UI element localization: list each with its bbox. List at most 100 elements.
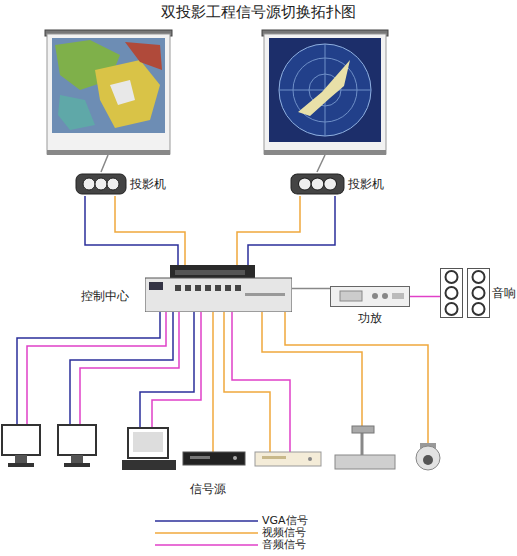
signal-cable-line	[410, 296, 440, 298]
speaker-pair-outline-part	[441, 269, 463, 318]
speaker-pair-outline-part	[446, 303, 458, 315]
control-center-outline-part	[175, 270, 245, 275]
monitor-left-part	[2, 425, 40, 455]
source-wires-part	[262, 312, 362, 428]
signal-cable-line	[292, 288, 330, 290]
left-screen-part	[58, 95, 95, 130]
source-wires-part	[80, 312, 179, 425]
signal-cable	[237, 196, 300, 265]
right-screen-part	[269, 38, 381, 142]
amplifier-outline-part	[372, 293, 378, 299]
left-screen-part	[52, 38, 165, 133]
control-center-outline-part	[185, 285, 191, 291]
media-player-part	[308, 457, 312, 461]
right-screen-part	[264, 34, 386, 154]
projector-outline	[290, 172, 345, 196]
amplifier: 功放	[330, 286, 410, 307]
ptz-camera-part	[423, 455, 433, 465]
projector-outline-part	[291, 174, 344, 194]
document-camera-part	[335, 455, 395, 469]
computer-part	[128, 428, 168, 458]
projector-outline-part	[76, 174, 126, 194]
media-player	[255, 452, 321, 466]
signal-cable	[410, 296, 440, 297]
control-center-outline-part	[245, 293, 285, 296]
control-center-outline-part	[195, 285, 201, 291]
amplifier-outline-part	[382, 293, 388, 299]
speaker-pair-outline-part	[446, 271, 458, 283]
speaker-pair-outline-part	[468, 269, 490, 318]
legend-samples-part	[155, 520, 258, 522]
control-center-outline-part	[235, 285, 241, 291]
control-center-outline-part	[175, 285, 181, 291]
left-screen-part	[95, 60, 160, 128]
signal-cable-line	[248, 196, 335, 265]
right-screen-part	[298, 60, 350, 116]
node-label: 控制中心	[81, 289, 129, 303]
monitor-right-part	[71, 455, 83, 463]
node-label: 功放	[358, 311, 382, 325]
right-screen	[262, 30, 388, 172]
monitor-left-part	[8, 463, 34, 467]
control-center-outline-part	[145, 278, 292, 312]
speaker-pair-outline-part	[473, 303, 485, 315]
left-screen-part	[110, 80, 135, 105]
projector-outline-part	[95, 178, 107, 190]
signal-cable-line	[115, 196, 185, 265]
source-wires-part	[152, 312, 201, 428]
legend-text: VGA信号	[262, 514, 308, 527]
source-wires-part	[140, 312, 194, 428]
node-label: 音响	[492, 286, 516, 300]
right-screen-part	[317, 155, 325, 172]
node-label: 投影机	[130, 177, 166, 191]
left-screen-part	[125, 42, 162, 70]
control-center: 控制中心	[145, 265, 292, 312]
dvd-player-part	[233, 456, 237, 460]
node-label: 投影机	[348, 177, 384, 191]
signal-cable	[292, 288, 330, 289]
computer	[122, 428, 176, 470]
control-center-outline-part	[225, 285, 231, 291]
projector: 投影机	[75, 172, 127, 196]
signal-cable	[248, 196, 335, 265]
left-screen-part	[47, 34, 170, 154]
speaker-pair-outline-part	[473, 287, 485, 299]
right-screen-part	[279, 44, 371, 136]
speaker-pair-outline-part	[473, 271, 485, 283]
projector-outline-part	[324, 178, 337, 190]
signal-cable-line	[237, 196, 300, 265]
projector-outline-part	[83, 178, 95, 190]
source-wires-part	[212, 312, 214, 452]
source-wires-part	[232, 312, 290, 452]
left-screen-part	[101, 155, 108, 172]
control-center-outline	[145, 265, 292, 312]
computer-part	[122, 460, 176, 470]
left-screen-part	[47, 150, 170, 155]
diagram-title: 双投影工程信号源切换拓扑图	[0, 3, 517, 21]
dvd-player	[183, 452, 245, 465]
source-wires-part	[224, 312, 270, 452]
projector-outline-part	[107, 178, 119, 190]
monitor-left-part	[15, 455, 27, 463]
media-player-part	[262, 456, 286, 459]
media-player-part	[255, 452, 321, 466]
legend-samples-part	[155, 544, 258, 546]
document-camera	[335, 426, 395, 469]
projector: 投影机	[290, 172, 345, 196]
projector-outline-part	[311, 178, 324, 190]
signal-cable-line	[85, 196, 178, 265]
ptz-camera-part	[416, 446, 440, 470]
monitor-right-part	[58, 425, 96, 455]
control-center-outline-part	[149, 282, 163, 290]
monitor-right	[58, 425, 96, 467]
right-screen-part	[264, 150, 386, 155]
amplifier-outline-part	[331, 287, 410, 307]
legend-samples	[155, 521, 258, 545]
ptz-camera	[416, 443, 440, 470]
monitor-right-part	[64, 463, 90, 467]
left-screen	[45, 30, 172, 172]
monitor-left	[2, 425, 40, 467]
control-center-outline-part	[205, 285, 211, 291]
computer-part	[133, 432, 163, 452]
